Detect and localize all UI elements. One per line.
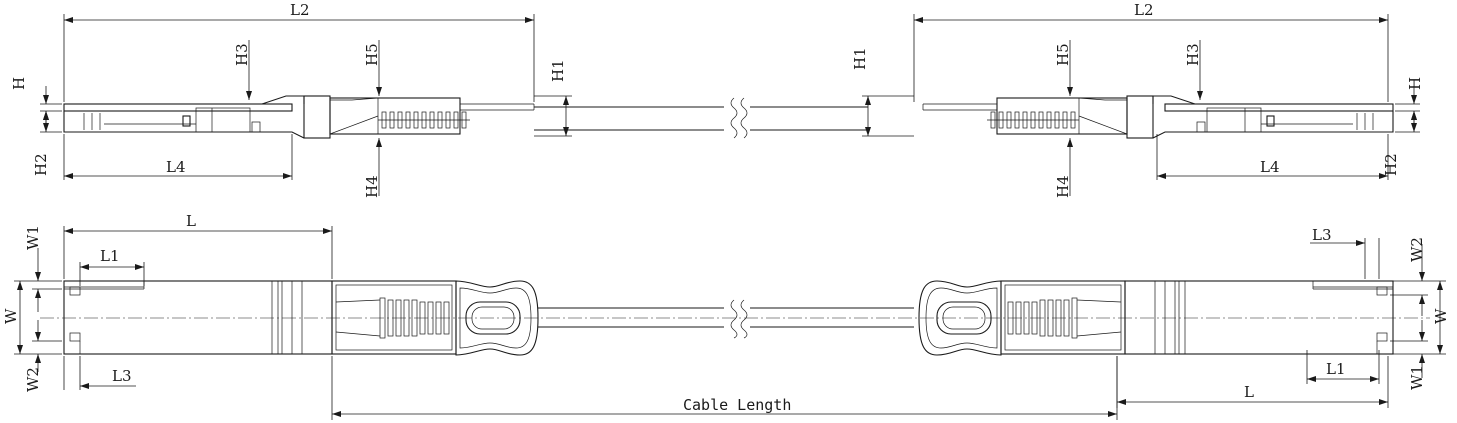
label-W-right: W: [1432, 308, 1450, 324]
label-H: H: [10, 77, 28, 90]
label-H5: H5: [363, 43, 381, 66]
label-L1: L1: [100, 247, 120, 265]
dimension-cable-length: Cable Length: [331, 356, 1118, 420]
label-H5-right: H5: [1054, 43, 1072, 66]
label-W: W: [2, 308, 20, 324]
label-L-right: L: [1244, 383, 1254, 401]
label-cable-length: Cable Length: [683, 396, 791, 414]
label-W2-right: W2: [1408, 237, 1426, 262]
label-L4-right: L4: [1260, 158, 1280, 176]
label-W1: W1: [24, 225, 42, 250]
label-L2: L2: [290, 1, 310, 19]
left-connector-side-view: [63, 95, 535, 139]
label-H2-right: H2: [1382, 153, 1400, 176]
label-L4: L4: [166, 158, 186, 176]
label-L1-right: L1: [1326, 360, 1346, 378]
label-H4-right: H4: [1054, 175, 1072, 198]
label-W1-right: W1: [1408, 365, 1426, 390]
dimensions-right-side: L2 H1 H5 H4 H3 H H2 L4: [851, 1, 1424, 198]
label-H3-right: H3: [1184, 43, 1202, 66]
right-connector-side-view: [922, 95, 1394, 139]
dimensions-right-top-view: L3 L1 L W W2 W1: [1116, 226, 1450, 408]
label-W2: W2: [24, 367, 42, 392]
label-H1: H1: [549, 59, 567, 82]
label-L3: L3: [112, 367, 132, 385]
label-H-right: H: [1406, 77, 1424, 90]
label-H2: H2: [32, 153, 50, 176]
dimensions-left-top-view: L L1 L3 W W1 W2: [2, 212, 333, 392]
label-L: L: [186, 212, 196, 230]
label-L2-right: L2: [1134, 1, 1154, 19]
label-H4: H4: [363, 175, 381, 198]
dimensions-left-side: L2 H3 H5 H4 H1 H H2 L4: [10, 1, 572, 198]
label-L3-right: L3: [1312, 226, 1332, 244]
label-H3: H3: [233, 43, 251, 66]
label-H1-right: H1: [851, 47, 869, 70]
